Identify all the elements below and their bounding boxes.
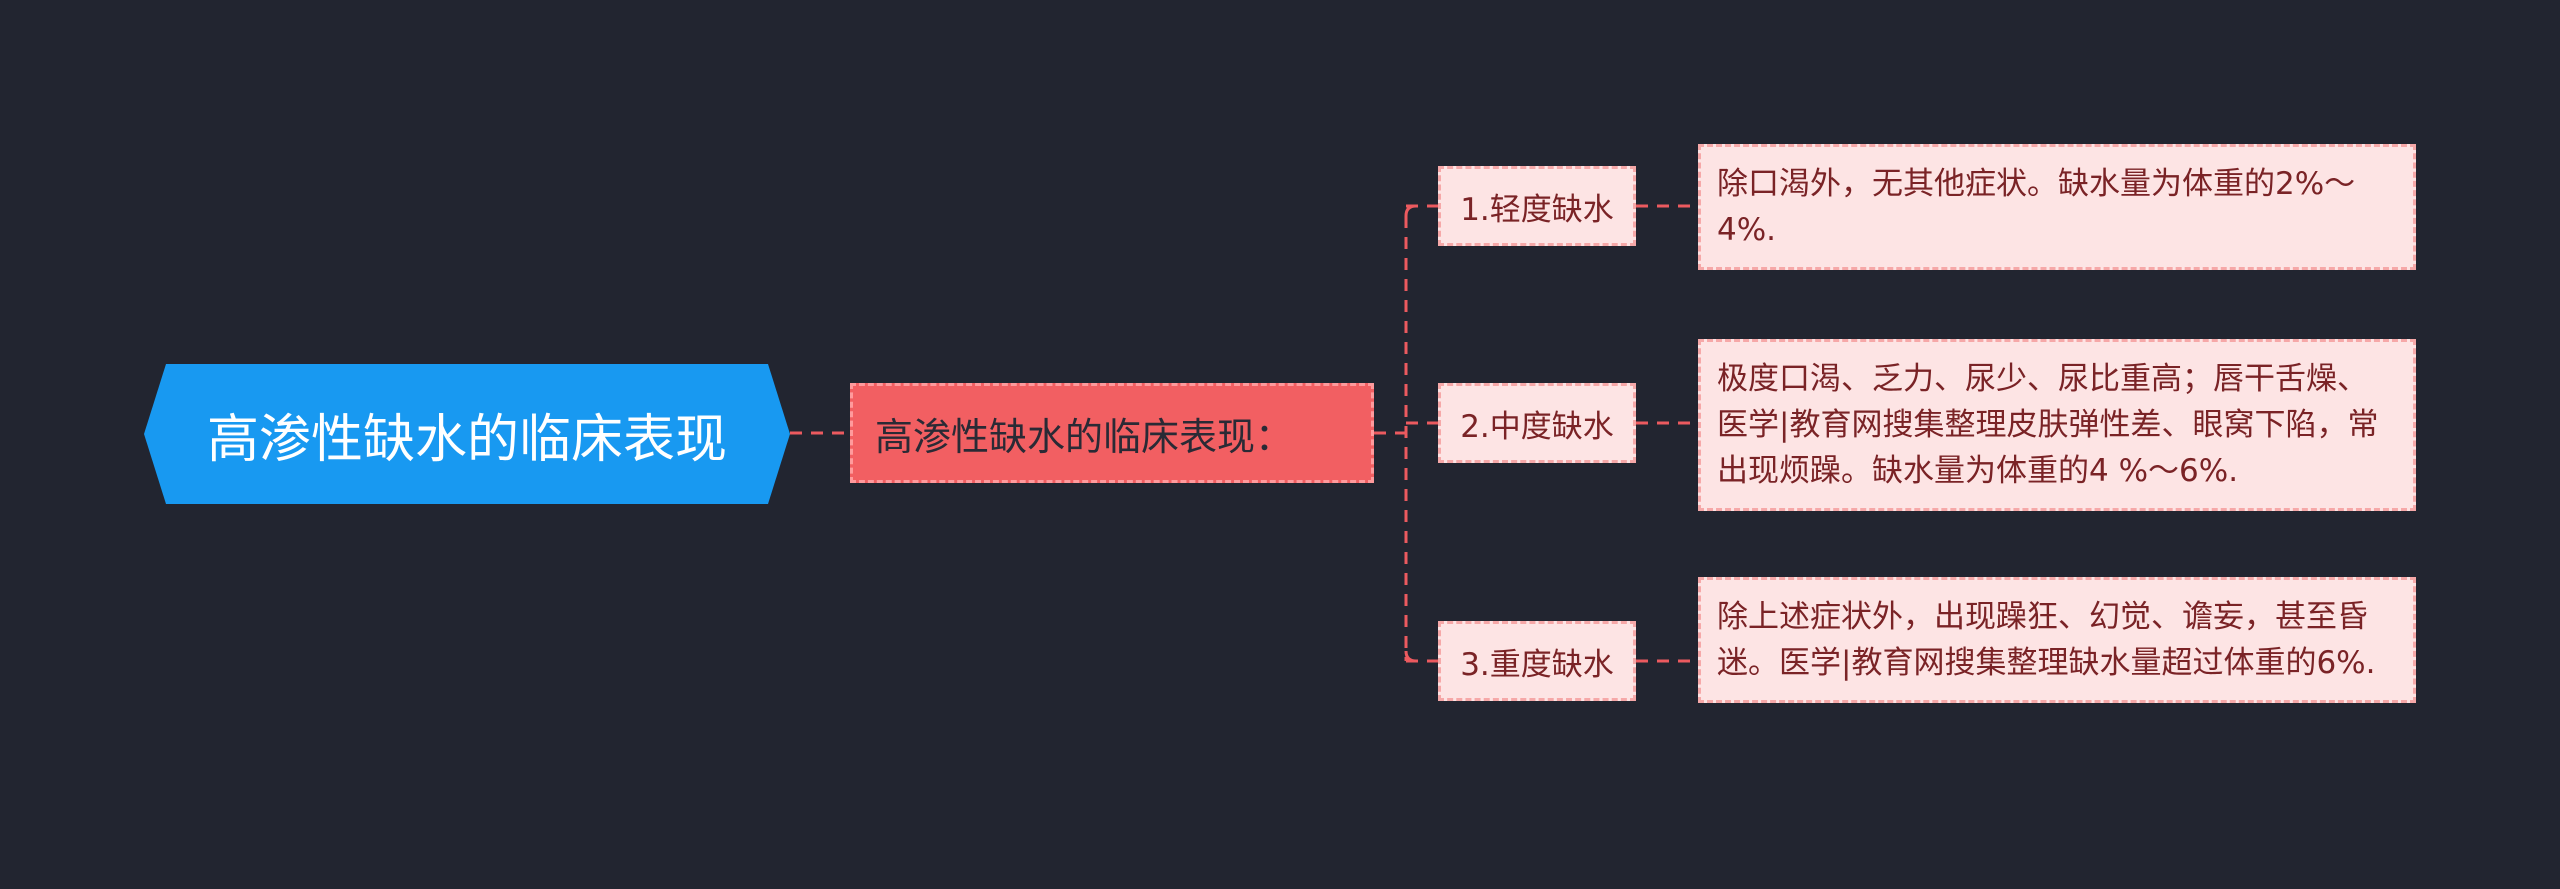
description-node-moderate[interactable]: 极度口渴、乏力、尿少、尿比重高；唇干舌燥、医学|教育网搜集整理皮肤弹性差、眼窝下… bbox=[1698, 339, 2416, 511]
description-node-severe[interactable]: 除上述症状外，出现躁狂、幻觉、谵妄，甚至昏迷。医学|教育网搜集整理缺水量超过体重… bbox=[1698, 577, 2416, 703]
description-text: 除上述症状外，出现躁狂、幻觉、谵妄，甚至昏迷。医学|教育网搜集整理缺水量超过体重… bbox=[1717, 599, 2376, 681]
main-topic-label: 高渗性缺水的临床表现： bbox=[875, 414, 1294, 459]
root-topic-label: 高渗性缺水的临床表现 bbox=[206, 409, 727, 470]
level-node-moderate[interactable]: 2.中度缺水 bbox=[1438, 383, 1636, 463]
main-topic-node[interactable]: 高渗性缺水的临床表现： bbox=[850, 383, 1374, 483]
level-node-mild[interactable]: 1.轻度缺水 bbox=[1438, 166, 1636, 246]
connector-corner-top bbox=[1404, 204, 1417, 217]
level-label: 1.轻度缺水 bbox=[1460, 191, 1614, 228]
level-node-severe[interactable]: 3.重度缺水 bbox=[1438, 621, 1636, 701]
level-label: 2.中度缺水 bbox=[1460, 408, 1614, 445]
description-text: 极度口渴、乏力、尿少、尿比重高；唇干舌燥、医学|教育网搜集整理皮肤弹性差、眼窝下… bbox=[1717, 361, 2379, 489]
connector-corner-bottom bbox=[1404, 650, 1417, 663]
description-text: 除口渴外，无其他症状。缺水量为体重的2%～4%. bbox=[1717, 166, 2356, 248]
root-topic-node[interactable]: 高渗性缺水的临床表现 bbox=[144, 364, 790, 504]
level-label: 3.重度缺水 bbox=[1460, 646, 1614, 683]
description-node-mild[interactable]: 除口渴外，无其他症状。缺水量为体重的2%～4%. bbox=[1698, 144, 2416, 270]
